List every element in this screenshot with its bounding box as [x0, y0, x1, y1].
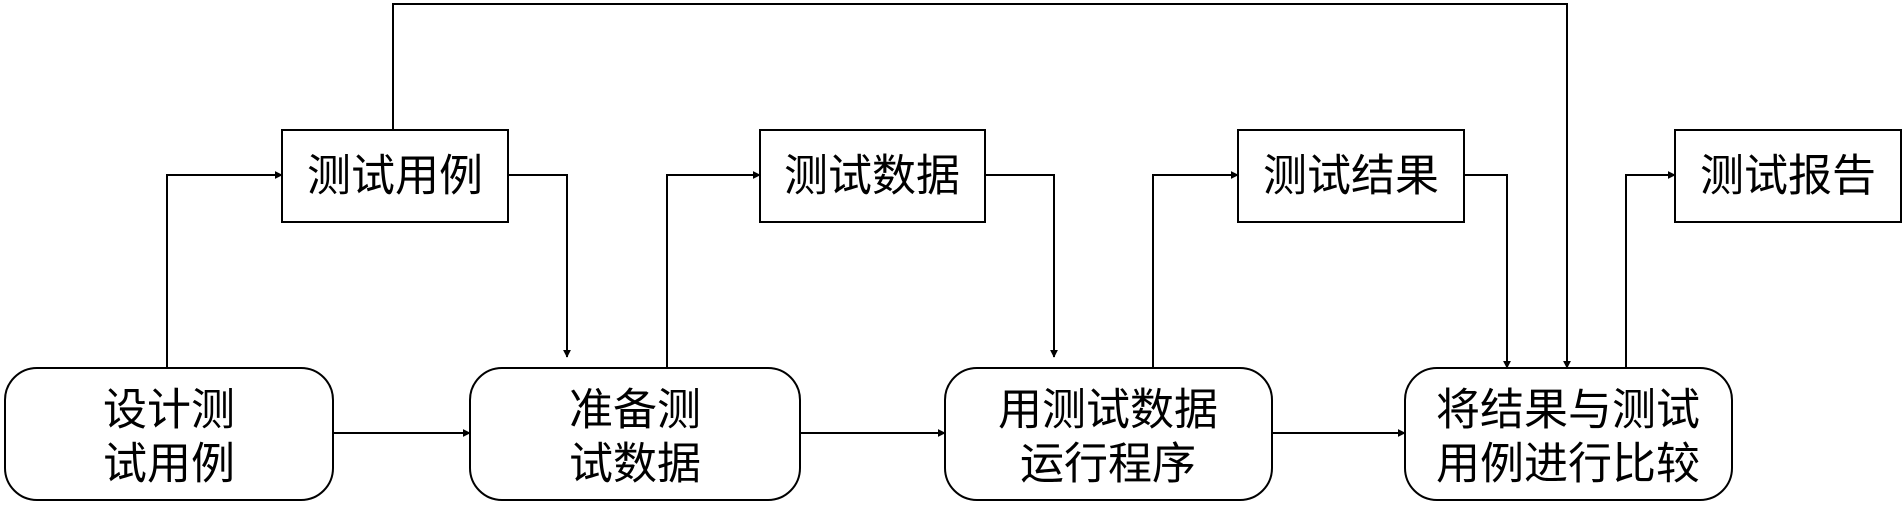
edge-prepare-to-test-data — [666, 171, 761, 368]
edge-test-cases-to-compare — [392, 3, 1571, 369]
process-step-line: 准备测 — [569, 385, 701, 436]
edge-design-to-test-cases — [166, 171, 283, 368]
edge-compare-to-test-report — [1625, 171, 1676, 368]
process-step-line: 用例进行比较 — [1436, 439, 1700, 490]
edge-test-data-to-run — [985, 174, 1058, 358]
process-step-design: 设计测 试用例 — [4, 367, 334, 501]
process-step-line: 试用例 — [103, 439, 235, 490]
process-step-line: 运行程序 — [1020, 439, 1196, 490]
process-step-line: 将结果与测试 — [1436, 385, 1700, 436]
artifact-test-results: 测试结果 — [1237, 129, 1465, 223]
edge-test-cases-to-prepare — [508, 174, 571, 358]
artifact-label: 测试数据 — [784, 151, 960, 202]
process-step-run: 用测试数据 运行程序 — [944, 367, 1273, 501]
artifact-test-report: 测试报告 — [1674, 129, 1902, 223]
artifact-label: 测试用例 — [307, 151, 483, 202]
process-step-compare: 将结果与测试 用例进行比较 — [1404, 367, 1733, 501]
artifact-test-data: 测试数据 — [759, 129, 986, 223]
process-step-line: 设计测 — [103, 385, 235, 436]
edge-test-results-to-compare — [1464, 174, 1511, 369]
process-step-line: 用测试数据 — [998, 385, 1218, 436]
artifact-label: 测试结果 — [1263, 151, 1439, 202]
edges — [166, 3, 1676, 437]
process-step-line: 试数据 — [569, 439, 701, 490]
artifact-nodes: 测试用例 测试数据 测试结果 测试报告 — [281, 129, 1902, 223]
process-nodes: 设计测 试用例 准备测 试数据 用测试数据 运行程序 将结果与测试 用例进行比较 — [4, 367, 1733, 501]
process-step-prepare: 准备测 试数据 — [469, 367, 801, 501]
artifact-test-cases: 测试用例 — [281, 129, 509, 223]
artifact-label: 测试报告 — [1700, 151, 1876, 202]
edge-run-to-test-results — [1152, 171, 1239, 368]
